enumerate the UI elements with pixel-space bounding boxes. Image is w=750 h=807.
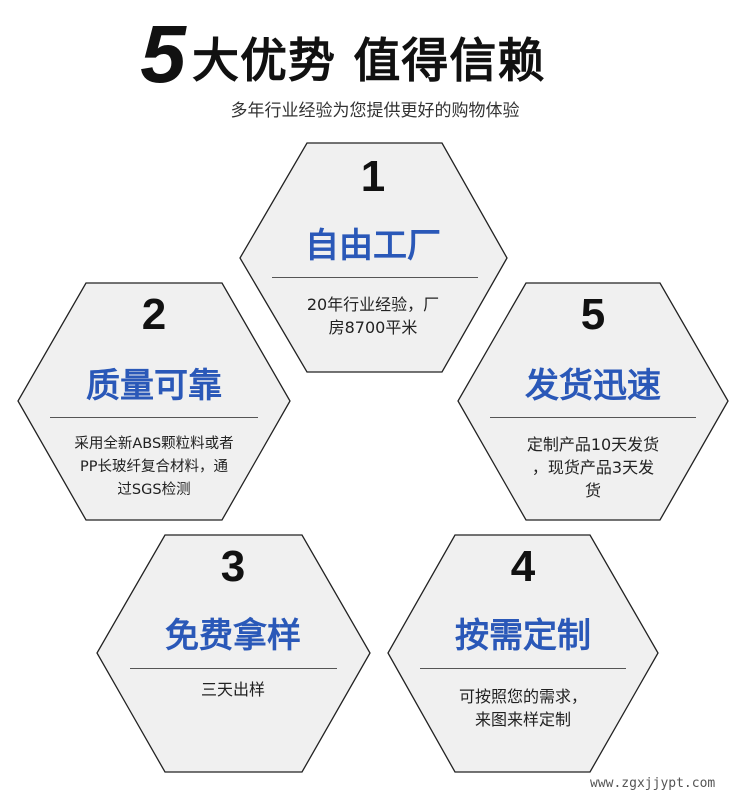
advantage-title: 自由工厂	[305, 226, 441, 266]
advantage-desc: 采用全新ABS颗粒料或者 PP长玻纤复合材料，通 过SGS检测	[44, 433, 264, 502]
desc-line: PP长玻纤复合材料，通	[80, 459, 228, 475]
divider	[490, 417, 696, 418]
desc-line: 20年行业经验，厂	[306, 295, 440, 314]
header-subtitle: 多年行业经验为您提供更好的购物体验	[230, 101, 520, 121]
desc-line: 过SGS检测	[117, 482, 191, 498]
advantage-desc: 可按照您的需求， 来图来样定制	[413, 685, 633, 731]
divider	[272, 277, 478, 278]
hexagon-4	[387, 534, 659, 773]
divider	[50, 417, 258, 418]
advantage-desc: 三天出样	[123, 678, 343, 701]
watermark: www.zgxjjypt.com	[590, 776, 716, 791]
divider	[130, 668, 337, 669]
advantage-number: 4	[510, 542, 536, 591]
hexagon-5	[457, 282, 729, 521]
desc-line: ，现货产品3天发	[531, 458, 655, 477]
advantage-title: 发货迅速	[525, 366, 661, 406]
desc-line: 三天出样	[200, 680, 265, 699]
desc-line: 采用全新ABS颗粒料或者	[74, 436, 234, 452]
advantage-title: 质量可靠	[86, 366, 222, 406]
advantage-number: 2	[141, 290, 167, 339]
advantage-title: 按需定制	[455, 616, 591, 656]
desc-line: 货	[584, 481, 601, 500]
desc-line: 来图来样定制	[474, 710, 571, 729]
desc-line: 房8700平米	[328, 318, 418, 337]
header-number: 5	[140, 9, 186, 100]
advantage-desc: 定制产品10天发货 ，现货产品3天发 货	[483, 433, 703, 502]
hexagon-2	[17, 282, 291, 521]
desc-line: 可按照您的需求，	[458, 687, 587, 706]
advantage-number: 1	[360, 152, 386, 201]
hexagon-3	[96, 534, 371, 773]
advantage-title: 免费拿样	[165, 616, 301, 656]
advantage-number: 3	[220, 542, 246, 591]
advantage-number: 5	[580, 290, 606, 339]
advantage-desc: 20年行业经验，厂 房8700平米	[263, 293, 483, 339]
header-title: 大优势 值得信赖	[192, 34, 546, 89]
hexagon-1	[239, 142, 508, 373]
desc-line: 定制产品10天发货	[526, 435, 660, 454]
divider	[420, 668, 626, 669]
